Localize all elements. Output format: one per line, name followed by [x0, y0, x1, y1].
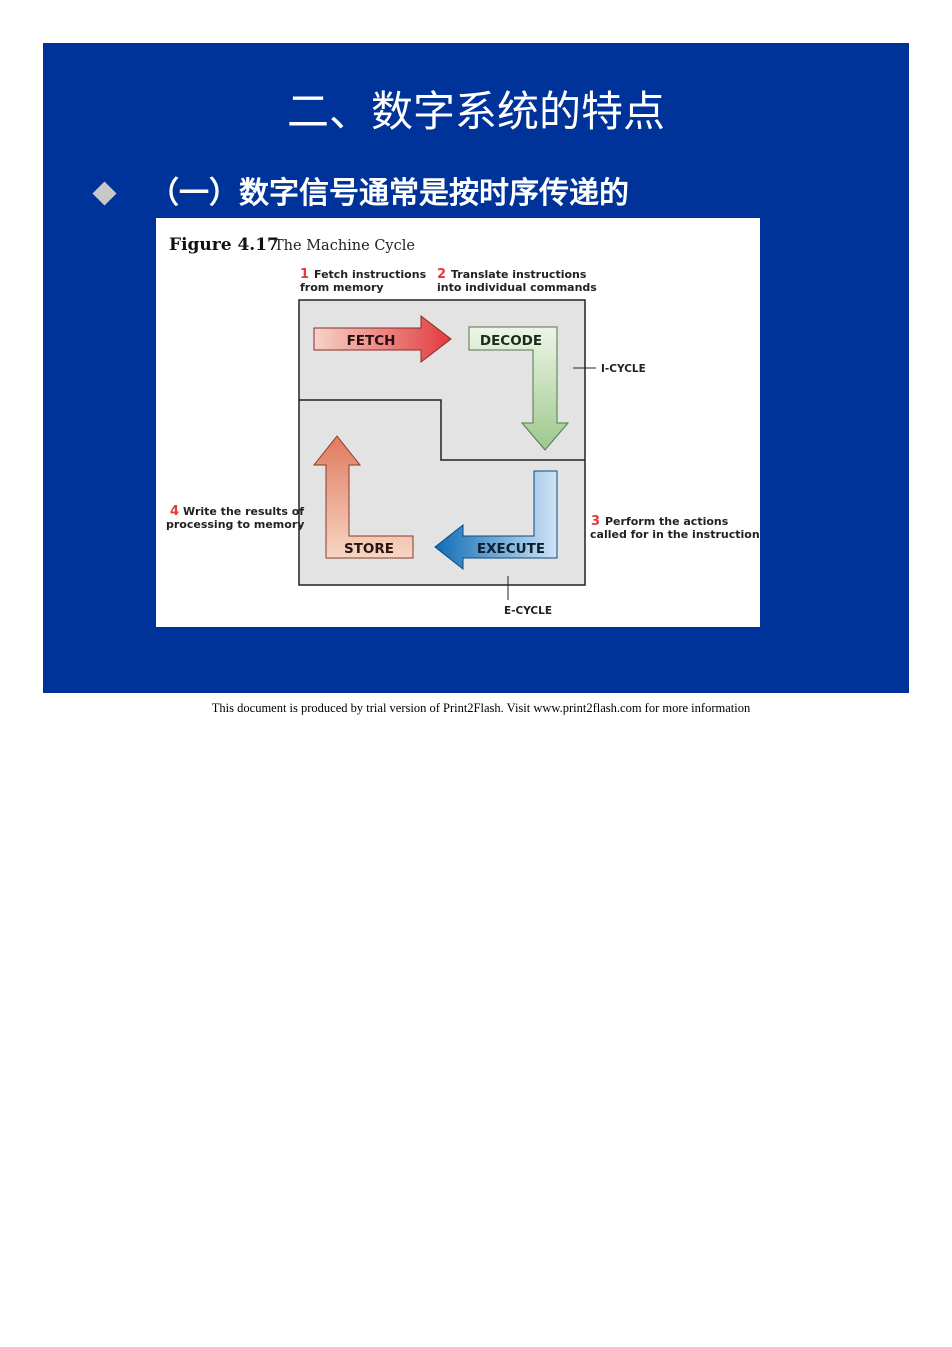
step-2-line1: Translate instructions — [451, 268, 587, 281]
fetch-arrow: FETCH — [313, 314, 452, 364]
step-2-line2: into individual commands — [437, 281, 597, 294]
slide: 二、数字系统的特点 （一）数字信号通常是按时序传递的 — [43, 43, 909, 693]
store-label: STORE — [344, 541, 394, 557]
trial-footer-notice: This document is produced by trial versi… — [211, 701, 751, 715]
decode-arrow: DECODE — [468, 326, 570, 451]
bullet-text: （一）数字信号通常是按时序传递的 — [149, 176, 629, 211]
execute-arrow: EXECUTE — [434, 470, 558, 571]
decode-label: DECODE — [480, 333, 542, 349]
machine-cycle-figure: Figure 4.17 The Machine Cycle 1 Fetch in… — [156, 218, 760, 627]
step-3-number: 3 — [591, 514, 600, 529]
step-1-line1: Fetch instructions — [314, 268, 427, 281]
step-4-line2: processing to memory — [166, 518, 304, 531]
step-2-number: 2 — [437, 267, 446, 282]
step-3-line1: Perform the actions — [605, 515, 729, 528]
execute-label: EXECUTE — [477, 541, 545, 557]
step-1-line2: from memory — [300, 281, 384, 294]
step-4-number: 4 — [170, 504, 179, 519]
figure-label: Figure 4.17 — [169, 235, 279, 255]
fetch-label: FETCH — [347, 333, 396, 349]
cycle-divider — [299, 399, 585, 461]
slide-title: 二、数字系统的特点 — [286, 87, 665, 136]
store-arrow: STORE — [312, 435, 414, 559]
figure-caption: The Machine Cycle — [274, 238, 415, 254]
step-4-line1: Write the results of — [183, 505, 304, 518]
e-cycle-label: E-CYCLE — [504, 605, 552, 617]
diamond-bullet-icon — [92, 181, 117, 206]
step-1-number: 1 — [300, 267, 309, 282]
i-cycle-label: I-CYCLE — [601, 363, 646, 375]
step-3-line2: called for in the instructions — [590, 528, 760, 541]
